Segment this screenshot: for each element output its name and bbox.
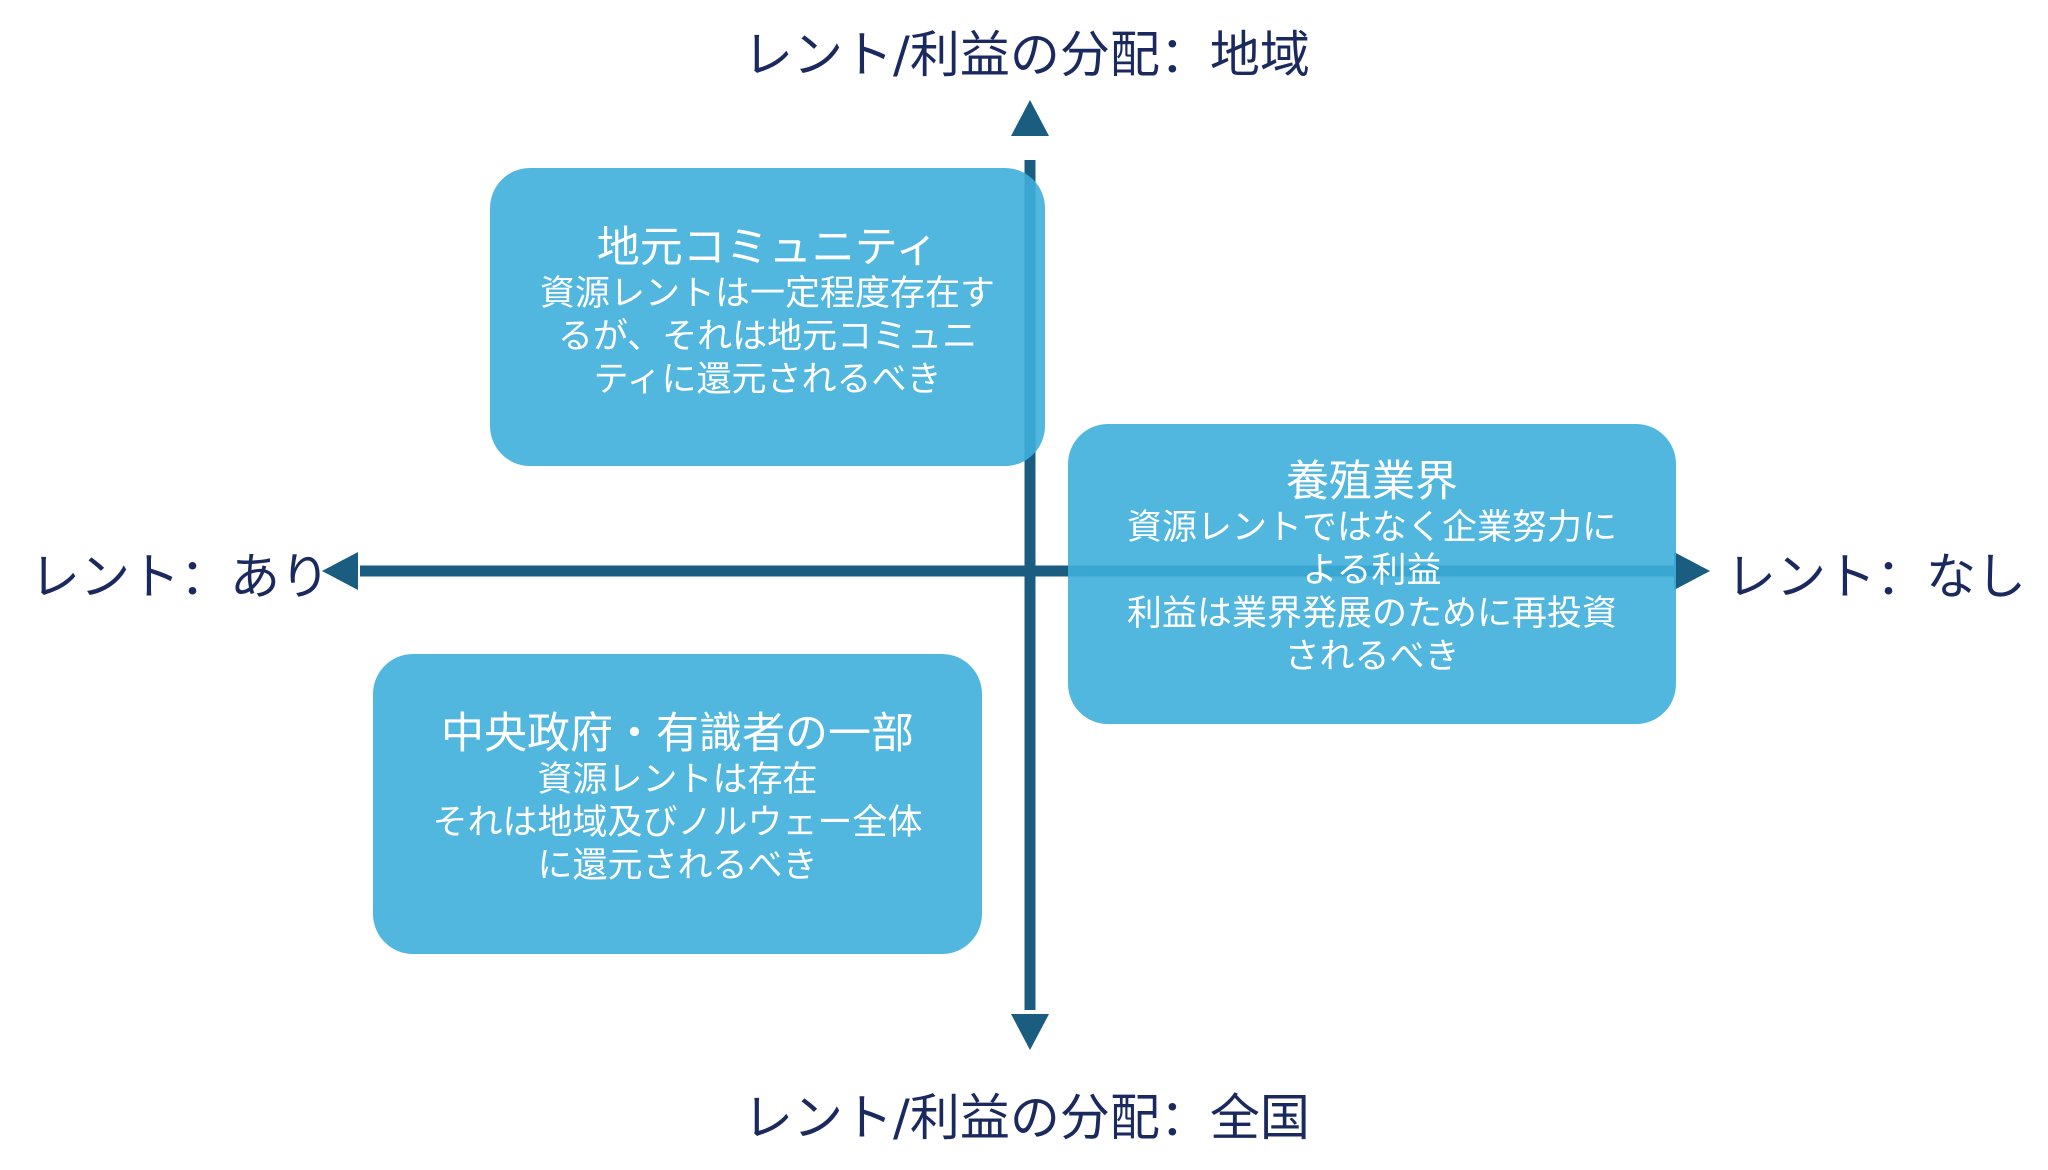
quadrant-text-line: 利益は業界発展のために再投資 bbox=[1126, 593, 1617, 634]
quadrant-box-central-government: 中央政府・有識者の一部 資源レントは存在 それは地域及びノルウェー全体 に還元さ… bbox=[373, 654, 982, 954]
quadrant-box-community: 地元コミュニティ 資源レントは一定程度存在す るが、それは地元コミュニ ティに還… bbox=[490, 168, 1045, 466]
quadrant-text-line: それは地域及びノルウェー全体 bbox=[432, 803, 923, 844]
axis-label-left: レント：あり bbox=[30, 548, 330, 606]
quadrant-text-line: よる利益 bbox=[1302, 551, 1442, 592]
axis-label-bottom: レント/利益の分配：全国 bbox=[743, 1089, 1310, 1147]
quadrant-text-line: 資源レントではなく企業努力に bbox=[1126, 508, 1617, 549]
quadrant-text-line: ティに還元されるべき bbox=[593, 359, 942, 400]
quadrant-text-line: されるべき bbox=[1284, 636, 1460, 677]
axis-label-top: レント/利益の分配：地域 bbox=[743, 26, 1310, 84]
quadrant-text-line: 資源レントは一定程度存在す bbox=[539, 274, 995, 315]
quadrant-text-line: 資源レントは存在 bbox=[537, 760, 818, 801]
quadrant-title-community: 地元コミュニティ bbox=[596, 223, 939, 273]
quadrant-text-line: に還元されるべき bbox=[537, 845, 818, 886]
quadrant-box-industry: 養殖業界 資源レントではなく企業努力に よる利益 利益は業界発展のために再投資 … bbox=[1068, 424, 1676, 724]
quadrant-title-industry: 養殖業界 bbox=[1286, 457, 1458, 507]
quadrant-title-central-government: 中央政府・有識者の一部 bbox=[441, 709, 914, 759]
quadrant-text-line: るが、それは地元コミュニ bbox=[557, 317, 978, 358]
axis-label-right: レント：なし bbox=[1726, 548, 2026, 606]
